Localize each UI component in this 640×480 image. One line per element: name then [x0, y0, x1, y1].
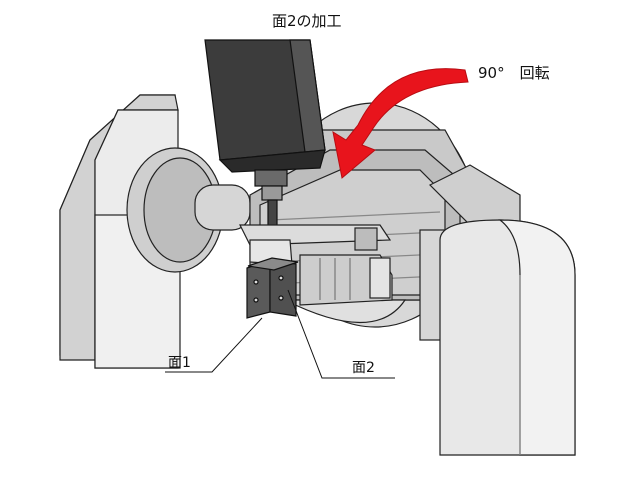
leader-lines [165, 289, 395, 379]
left-trunnion-support [59, 94, 251, 369]
curved-arrow-down-icon [332, 68, 469, 179]
diagram-title: 面2の加工 [272, 12, 342, 30]
right-trunnion-support [419, 164, 576, 456]
spindle-head [204, 39, 326, 229]
face2-leader [287, 289, 395, 379]
face1-label: 面1 [168, 355, 191, 371]
vise-fixture [239, 224, 393, 306]
face1-leader [165, 317, 263, 373]
rotation-label: 90° 回転 [478, 64, 550, 82]
face2-label: 面2 [352, 360, 375, 376]
workpiece-face-2 [247, 257, 299, 317]
